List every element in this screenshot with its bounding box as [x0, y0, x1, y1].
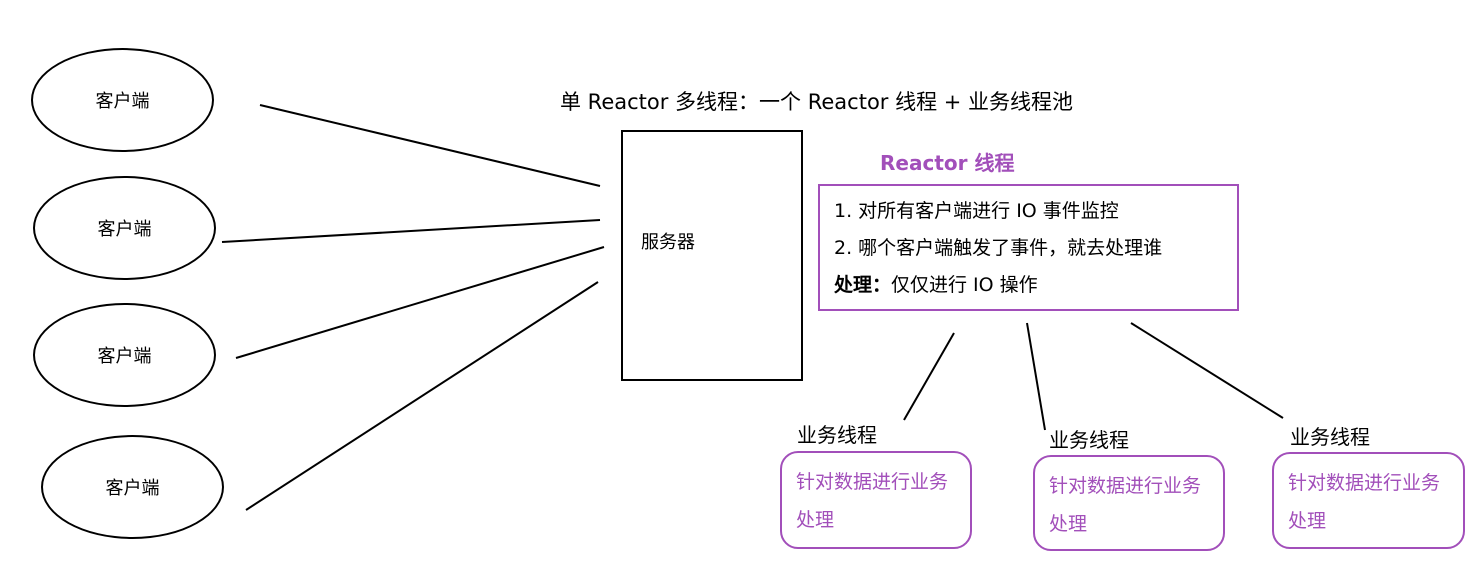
worker-task-box: 针对数据进行业务处理 — [780, 451, 972, 549]
worker-label: 业务线程 — [797, 423, 877, 447]
reactor-line-3-bold: 处理： — [834, 274, 892, 296]
connector-client-3 — [235, 246, 605, 359]
worker-label: 业务线程 — [1049, 428, 1129, 452]
client-label: 客户端 — [105, 478, 160, 499]
reactor-line-3-rest: 仅仅进行 IO 操作 — [891, 274, 1038, 296]
worker-task: 针对数据进行业务处理 — [1288, 472, 1441, 532]
worker-label: 业务线程 — [1290, 425, 1370, 449]
worker-task-box: 针对数据进行业务处理 — [1033, 455, 1225, 551]
connector-worker-1 — [903, 332, 955, 421]
reactor-line-1: 1. 对所有客户端进行 IO 事件监控 — [834, 200, 1119, 222]
client-label: 客户端 — [97, 346, 152, 367]
reactor-line-2: 2. 哪个客户端触发了事件，就去处理谁 — [834, 237, 1163, 259]
client-node: 客户端 — [33, 303, 216, 407]
client-label: 客户端 — [97, 219, 152, 240]
worker-task: 针对数据进行业务处理 — [796, 471, 949, 531]
client-node: 客户端 — [31, 48, 214, 152]
connector-client-4 — [245, 281, 599, 511]
server-box: 服务器 — [621, 130, 803, 381]
client-node: 客户端 — [41, 435, 224, 539]
worker-task-box: 针对数据进行业务处理 — [1272, 452, 1465, 549]
server-label: 服务器 — [641, 232, 695, 253]
connector-worker-2 — [1026, 322, 1046, 431]
worker-task: 针对数据进行业务处理 — [1049, 475, 1202, 535]
reactor-heading: Reactor 线程 — [880, 151, 1015, 175]
reactor-box: 1. 对所有客户端进行 IO 事件监控 2. 哪个客户端触发了事件，就去处理谁 … — [818, 184, 1239, 311]
connector-client-2 — [221, 219, 601, 243]
diagram-title: 单 Reactor 多线程：一个 Reactor 线程 + 业务线程池 — [560, 90, 1074, 114]
reactor-line-3: 处理：仅仅进行 IO 操作 — [834, 270, 1038, 297]
connector-client-1 — [259, 104, 601, 187]
client-label: 客户端 — [95, 91, 150, 112]
client-node: 客户端 — [33, 176, 216, 280]
connector-worker-3 — [1130, 322, 1284, 419]
